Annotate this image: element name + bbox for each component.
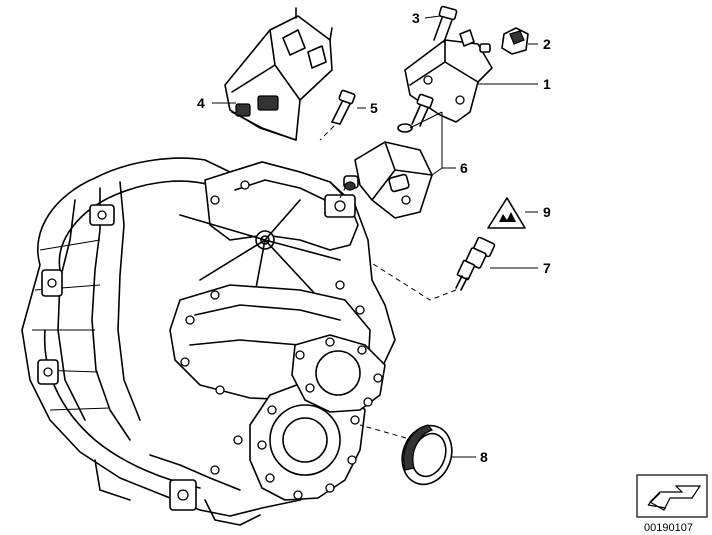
assembly-dashed-lines <box>319 125 457 439</box>
leader-lines <box>212 15 538 458</box>
bracket-part-4 <box>224 7 333 141</box>
callout-7: 7 <box>543 260 551 276</box>
warning-triangle-icon <box>487 197 526 229</box>
bolt-part-5 <box>331 89 356 125</box>
direction-arrow-icon <box>647 485 702 511</box>
cap-part-2 <box>501 27 529 55</box>
callout-3: 3 <box>412 10 420 26</box>
reference-box: 00190107 <box>636 474 708 534</box>
seal-ring-part-8 <box>401 424 453 486</box>
callout-5: 5 <box>370 100 378 116</box>
reference-number: 00190107 <box>644 522 693 534</box>
bolt-part-6-screw <box>397 93 434 133</box>
bracket-part-1 <box>404 29 493 123</box>
bolt-part-3 <box>433 5 458 43</box>
callout-8: 8 <box>480 449 488 465</box>
callout-labels: 1 2 3 4 5 6 7 8 9 <box>197 10 551 465</box>
housing-bolts <box>180 180 383 500</box>
callout-9: 9 <box>543 204 551 220</box>
callout-1: 1 <box>543 76 551 92</box>
transmission-housing-icon <box>21 157 396 526</box>
actuator-part-6 <box>343 141 433 219</box>
sensor-part-7 <box>455 236 496 291</box>
callout-2: 2 <box>543 36 551 52</box>
callout-4: 4 <box>197 95 205 111</box>
callout-6: 6 <box>460 160 468 176</box>
